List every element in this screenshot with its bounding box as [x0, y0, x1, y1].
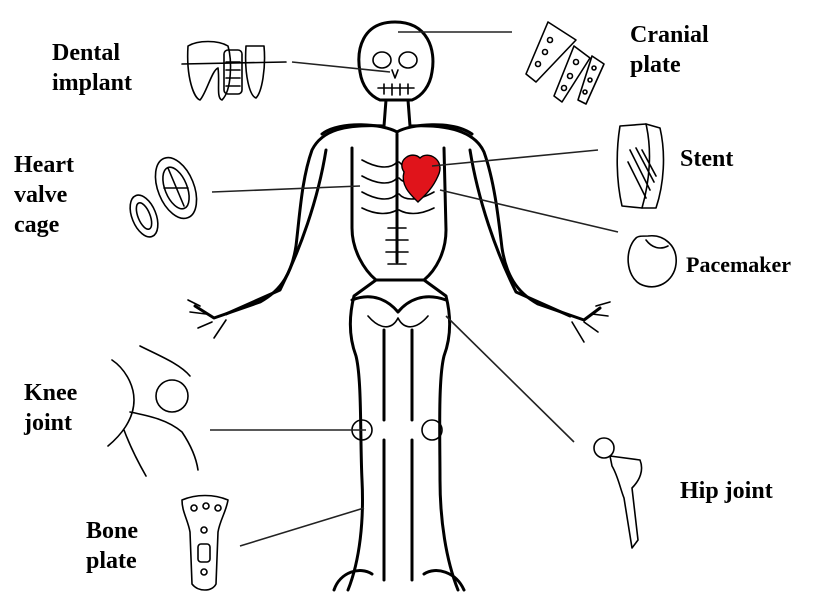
legs: [334, 330, 464, 590]
dental-implant-illustration: [182, 42, 286, 101]
knee-joint-illustration: [108, 346, 198, 476]
dental-implant-label-line2: implant: [52, 68, 132, 98]
stent-label: Stent: [680, 144, 733, 174]
skull: [359, 22, 433, 100]
hip-joint-illustration: [594, 438, 642, 548]
heart-valve-cage-label-line3: cage: [14, 210, 74, 240]
cranial-plate-label-line2: plate: [630, 50, 709, 80]
pacemaker-label-line1: Pacemaker: [686, 250, 791, 280]
bone-plate-illustration: [182, 496, 228, 591]
bone-plate-label: Bone plate: [86, 516, 138, 576]
neck-and-torso: [195, 100, 600, 590]
heart-valve-cage-label: Heart valve cage: [14, 150, 74, 240]
hip-joint-label-line1: Hip joint: [680, 476, 773, 506]
stent-illustration: [617, 124, 663, 208]
knee-joint-label-line1: Knee: [24, 378, 77, 408]
dental-implant-label: Dental implant: [52, 38, 132, 98]
cranial-plate-label: Cranial plate: [630, 20, 709, 80]
cranial-plate-illustration: [526, 22, 604, 104]
hip-joint-label: Hip joint: [680, 476, 773, 506]
heart-valve-cage-label-line2: valve: [14, 180, 74, 210]
pacemaker-illustration: [628, 236, 676, 287]
bone-plate-label-line2: plate: [86, 546, 138, 576]
heart-valve-cage-illustration: [125, 152, 205, 241]
bone-plate-label-line1: Bone: [86, 516, 138, 546]
pointer-lines: [210, 32, 618, 546]
cranial-plate-label-line1: Cranial: [630, 20, 709, 50]
knee-joint-label: Knee joint: [24, 378, 77, 438]
heart-valve-cage-label-line1: Heart: [14, 150, 74, 180]
dental-implant-label-line1: Dental: [52, 38, 132, 68]
stent-label-line1: Stent: [680, 144, 733, 174]
knee-joint-label-line2: joint: [24, 408, 77, 438]
pacemaker-label: Pacemaker: [686, 250, 791, 280]
heart-organ: [402, 155, 440, 202]
